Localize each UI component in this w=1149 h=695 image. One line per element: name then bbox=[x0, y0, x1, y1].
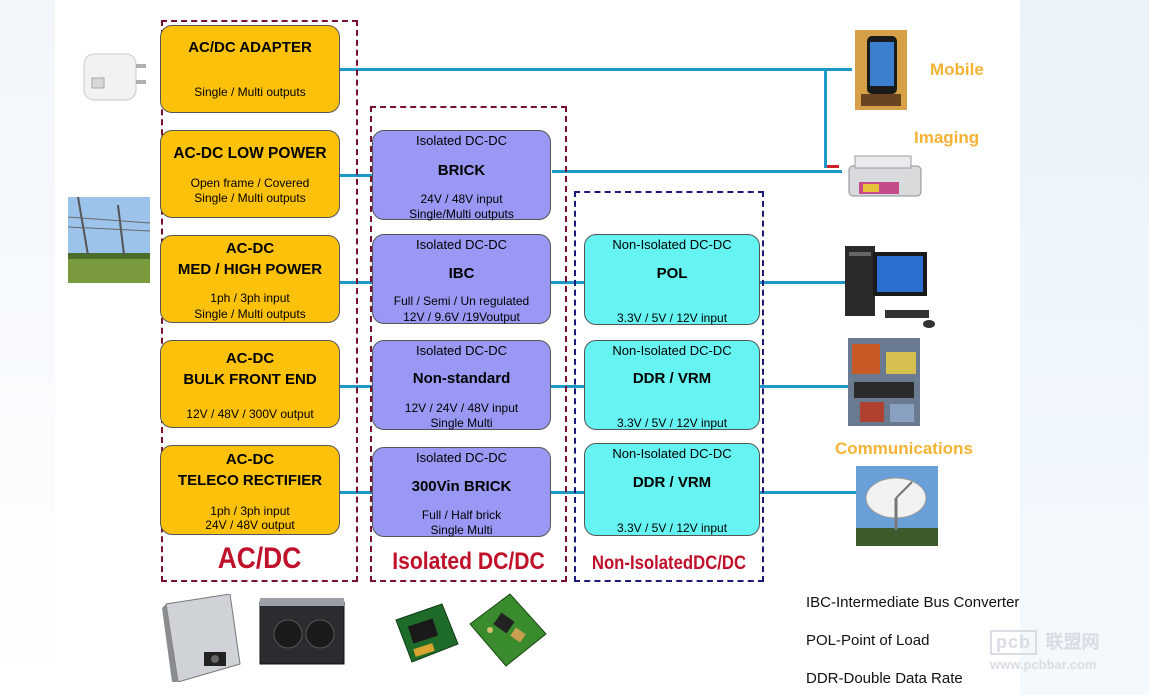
background-panel-left bbox=[0, 0, 55, 695]
background-panel-right bbox=[1020, 0, 1149, 695]
niso-pol-header: Non-Isolated DC-DC bbox=[612, 237, 732, 252]
iso-300vin-name: 300Vin BRICK bbox=[411, 478, 512, 495]
acdc-group-title: AC/DC bbox=[217, 542, 302, 575]
wire-red-tick bbox=[827, 165, 839, 168]
pcb-module-image bbox=[469, 593, 547, 667]
printer-image bbox=[848, 155, 922, 197]
acdc-med-high-title-2: MED / HIGH POWER bbox=[177, 261, 323, 278]
isolated-group-title: Isolated DC/DC bbox=[392, 548, 545, 575]
iso-nonstandard-box: Isolated DC-DC Non-standard 12V / 24V / … bbox=[372, 340, 551, 430]
acdc-adapter-box: AC/DC ADAPTER Single / Multi outputs bbox=[160, 25, 340, 113]
acdc-teleco-title-2: TELECO RECTIFIER bbox=[177, 472, 323, 489]
niso-pol-box: Non-Isolated DC-DC POL 3.3V / 5V / 12V i… bbox=[584, 234, 760, 325]
acdc-bulk-sub-1: 12V / 48V / 300V output bbox=[186, 407, 314, 421]
acdc-adapter-sub-1: Single / Multi outputs bbox=[194, 85, 306, 99]
iso-300vin-header: Isolated DC-DC bbox=[415, 450, 508, 465]
wire-ibc-pol bbox=[551, 281, 584, 284]
acdc-teleco-title-1: AC-DC bbox=[225, 451, 275, 468]
iso-ibc-name: IBC bbox=[448, 265, 475, 282]
iso-300vin-sub-2: Single Multi bbox=[430, 523, 493, 537]
wire-vertical-to-printer bbox=[824, 68, 827, 168]
psu-module-image bbox=[259, 598, 345, 665]
desktop-pc-image bbox=[845, 246, 935, 328]
wire-adapter-mobile bbox=[340, 68, 852, 71]
iso-nonstandard-sub-2: Single Multi bbox=[430, 416, 493, 430]
satellite-dish-image bbox=[856, 466, 938, 546]
niso-ddr-vrm-1-header: Non-Isolated DC-DC bbox=[612, 343, 732, 358]
niso-ddr-vrm-2-name: DDR / VRM bbox=[632, 474, 712, 491]
acdc-teleco-box: AC-DC TELECO RECTIFIER 1ph / 3ph input 2… bbox=[160, 445, 340, 535]
niso-pol-sub: 3.3V / 5V / 12V input bbox=[616, 311, 728, 325]
acdc-low-power-sub-1: Open frame / Covered bbox=[190, 176, 310, 190]
acdc-med-high-sub-2: Single / Multi outputs bbox=[194, 307, 306, 321]
iso-ibc-header: Isolated DC-DC bbox=[415, 237, 508, 252]
iso-brick-sub-1: 24V / 48V input bbox=[420, 192, 503, 206]
niso-ddr-vrm-2-sub: 3.3V / 5V / 12V input bbox=[616, 521, 728, 535]
watermark-url: www.pcbbar.com bbox=[990, 657, 1097, 672]
iso-nonstandard-header: Isolated DC-DC bbox=[415, 343, 508, 358]
acdc-bulk-box: AC-DC BULK FRONT END 12V / 48V / 300V ou… bbox=[160, 340, 340, 428]
acdc-bulk-title-2: BULK FRONT END bbox=[183, 371, 317, 388]
acdc-teleco-sub-1: 1ph / 3ph input bbox=[210, 504, 290, 518]
isolated-group bbox=[370, 106, 567, 582]
niso-ddr-vrm-1-sub: 3.3V / 5V / 12V input bbox=[616, 416, 728, 430]
watermark: pcb 联盟网 www.pcbbar.com bbox=[990, 628, 1099, 672]
usb-adapter-image bbox=[83, 53, 146, 101]
acdc-low-power-sub-2: Single / Multi outputs bbox=[194, 191, 306, 205]
acdc-low-power-title: AC-DC LOW POWER bbox=[173, 145, 327, 162]
wire-ddr-antenna bbox=[760, 491, 858, 494]
acdc-low-power-box: AC-DC LOW POWER Open frame / Covered Sin… bbox=[160, 130, 340, 218]
iso-brick-sub-2: Single/Multi outputs bbox=[409, 207, 514, 221]
mobile-phone-image bbox=[855, 30, 907, 110]
legend-ddr: DDR-Double Data Rate bbox=[806, 670, 963, 687]
legend-ibc: IBC-Intermediate Bus Converter bbox=[806, 594, 1020, 611]
iso-ibc-sub-1: Full / Semi / Un regulated bbox=[393, 294, 530, 308]
niso-ddr-vrm-2-header: Non-Isolated DC-DC bbox=[612, 446, 732, 461]
wire-300v-ddr bbox=[551, 491, 584, 494]
wire-pol-pc bbox=[760, 281, 845, 284]
wire-nonstd-ddr bbox=[551, 385, 584, 388]
watermark-logo: pcb bbox=[990, 630, 1038, 655]
iso-300vin-sub-1: Full / Half brick bbox=[421, 508, 502, 522]
iso-300vin-box: Isolated DC-DC 300Vin BRICK Full / Half … bbox=[372, 447, 551, 537]
niso-ddr-vrm-1-name: DDR / VRM bbox=[632, 370, 712, 387]
iso-nonstandard-name: Non-standard bbox=[412, 370, 511, 387]
acdc-med-high-title-1: AC-DC bbox=[225, 240, 275, 257]
non-isolated-group bbox=[574, 191, 764, 582]
iso-ibc-box: Isolated DC-DC IBC Full / Semi / Un regu… bbox=[372, 234, 551, 324]
acdc-adapter-title: AC/DC ADAPTER bbox=[188, 39, 312, 56]
power-line-image bbox=[68, 197, 150, 283]
niso-ddr-vrm-1-box: Non-Isolated DC-DC DDR / VRM 3.3V / 5V /… bbox=[584, 340, 760, 430]
watermark-cn: 联盟网 bbox=[1045, 632, 1100, 652]
niso-pol-name: POL bbox=[656, 265, 688, 282]
iso-nonstandard-sub-1: 12V / 24V / 48V input bbox=[404, 401, 519, 415]
acdc-teleco-sub-2: 24V / 48V output bbox=[205, 518, 295, 532]
brick-module-image bbox=[395, 603, 459, 663]
acdc-bulk-title-1: AC-DC bbox=[225, 350, 275, 367]
acdc-med-high-sub-1: 1ph / 3ph input bbox=[210, 291, 290, 305]
category-mobile: Mobile bbox=[930, 60, 984, 79]
legend-pol: POL-Point of Load bbox=[806, 632, 930, 649]
wire-brick-printer bbox=[552, 170, 842, 173]
iso-brick-box: Isolated DC-DC BRICK 24V / 48V input Sin… bbox=[372, 130, 551, 221]
non-isolated-group-title: Non-IsolatedDC/DC bbox=[591, 553, 747, 574]
acdc-med-high-box: AC-DC MED / HIGH POWER 1ph / 3ph input S… bbox=[160, 235, 340, 323]
iso-brick-name: BRICK bbox=[437, 162, 486, 179]
wire-ddr-industrial bbox=[760, 385, 848, 388]
rack-rectifier-image bbox=[162, 594, 241, 682]
category-communications: Communications bbox=[835, 439, 973, 458]
industrial-image bbox=[848, 338, 920, 426]
category-imaging: Imaging bbox=[914, 128, 980, 147]
iso-ibc-sub-2: 12V / 9.6V /19Voutput bbox=[403, 310, 520, 324]
niso-ddr-vrm-2-box: Non-Isolated DC-DC DDR / VRM 3.3V / 5V /… bbox=[584, 443, 760, 536]
iso-brick-header: Isolated DC-DC bbox=[415, 133, 508, 148]
